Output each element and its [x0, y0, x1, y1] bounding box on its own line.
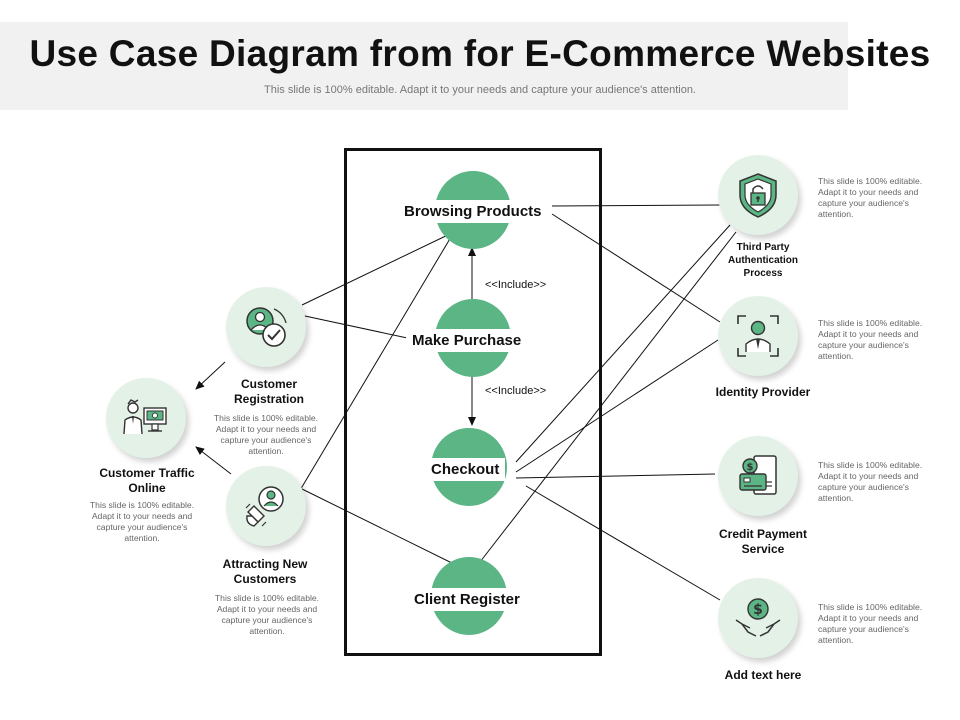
arrow-registration-traffic [195, 361, 226, 390]
user-scan-icon [737, 315, 779, 357]
link-register-auth [479, 231, 737, 563]
actor-desc-traffic: This slide is 100% editable. Adapt it to… [89, 500, 195, 543]
actor-add-text-here[interactable]: $ [718, 578, 798, 658]
link-attracting-browsing [292, 231, 455, 503]
link-checkout-credit [515, 473, 716, 479]
svg-text:$: $ [747, 462, 754, 473]
link-checkout-identity [515, 339, 719, 473]
actor-name-traffic: Customer Traffic Online [99, 466, 195, 495]
actor-identity-provider[interactable] [718, 296, 798, 376]
link-browsing-auth [551, 204, 721, 207]
actor-name-attracting: Attracting New Customers [222, 557, 308, 586]
actor-third-party-auth[interactable] [718, 155, 798, 235]
use-case-make-purchase[interactable]: Make Purchase [406, 329, 528, 352]
link-browsing-identity [551, 213, 721, 323]
include-label-2: <<Include>> [485, 385, 547, 397]
link-registration-browsing [301, 231, 455, 306]
actor-customer-registration[interactable] [226, 287, 306, 367]
actor-name-addtext: Add text here [724, 668, 802, 682]
magnet-user-icon [245, 486, 284, 527]
actor-desc-attracting: This slide is 100% editable. Adapt it to… [214, 593, 320, 636]
actor-attracting-new-customers[interactable] [226, 466, 306, 546]
actor-desc-registration: This slide is 100% editable. Adapt it to… [213, 413, 319, 456]
use-case-checkout[interactable]: Checkout [425, 458, 506, 481]
use-case-client-register[interactable]: Client Register [408, 588, 526, 611]
user-check-icon [246, 307, 287, 347]
card-payment-icon: $ [739, 455, 777, 495]
actor-desc-credit: This slide is 100% editable. Adapt it to… [818, 460, 923, 503]
page-subtitle: This slide is 100% editable. Adapt it to… [264, 84, 696, 96]
hands-dollar-icon: $ [735, 598, 781, 637]
link-checkout-addtext [525, 485, 721, 601]
link-attracting-register [299, 487, 463, 569]
title-band [0, 22, 848, 110]
page-title: Use Case Diagram from for E-Commerce Web… [29, 33, 931, 74]
actor-desc-auth: This slide is 100% editable. Adapt it to… [818, 176, 923, 219]
actor-name-identity: Identity Provider [715, 385, 811, 399]
arrow-attracting-traffic [195, 446, 232, 475]
actor-customer-traffic-online[interactable] [106, 378, 186, 458]
system-boundary [344, 148, 602, 656]
actor-desc-identity: This slide is 100% editable. Adapt it to… [818, 318, 923, 361]
actor-name-credit: Credit Payment Service [718, 527, 808, 556]
link-registration-purchase [304, 315, 413, 340]
actor-credit-payment-service[interactable]: $ [718, 436, 798, 516]
actor-name-auth: Third Party Authentication Process [728, 242, 798, 279]
link-checkout-auth-1 [515, 224, 731, 463]
svg-text:$: $ [753, 602, 763, 618]
shield-lock-icon [739, 173, 777, 218]
use-case-browsing-products[interactable]: Browsing Products [398, 200, 548, 223]
actor-name-registration: Customer Registration [233, 377, 304, 406]
actor-desc-addtext: This slide is 100% editable. Adapt it to… [818, 602, 923, 645]
person-computer-cash-icon [123, 399, 167, 435]
include-label-1: <<Include>> [485, 279, 547, 291]
